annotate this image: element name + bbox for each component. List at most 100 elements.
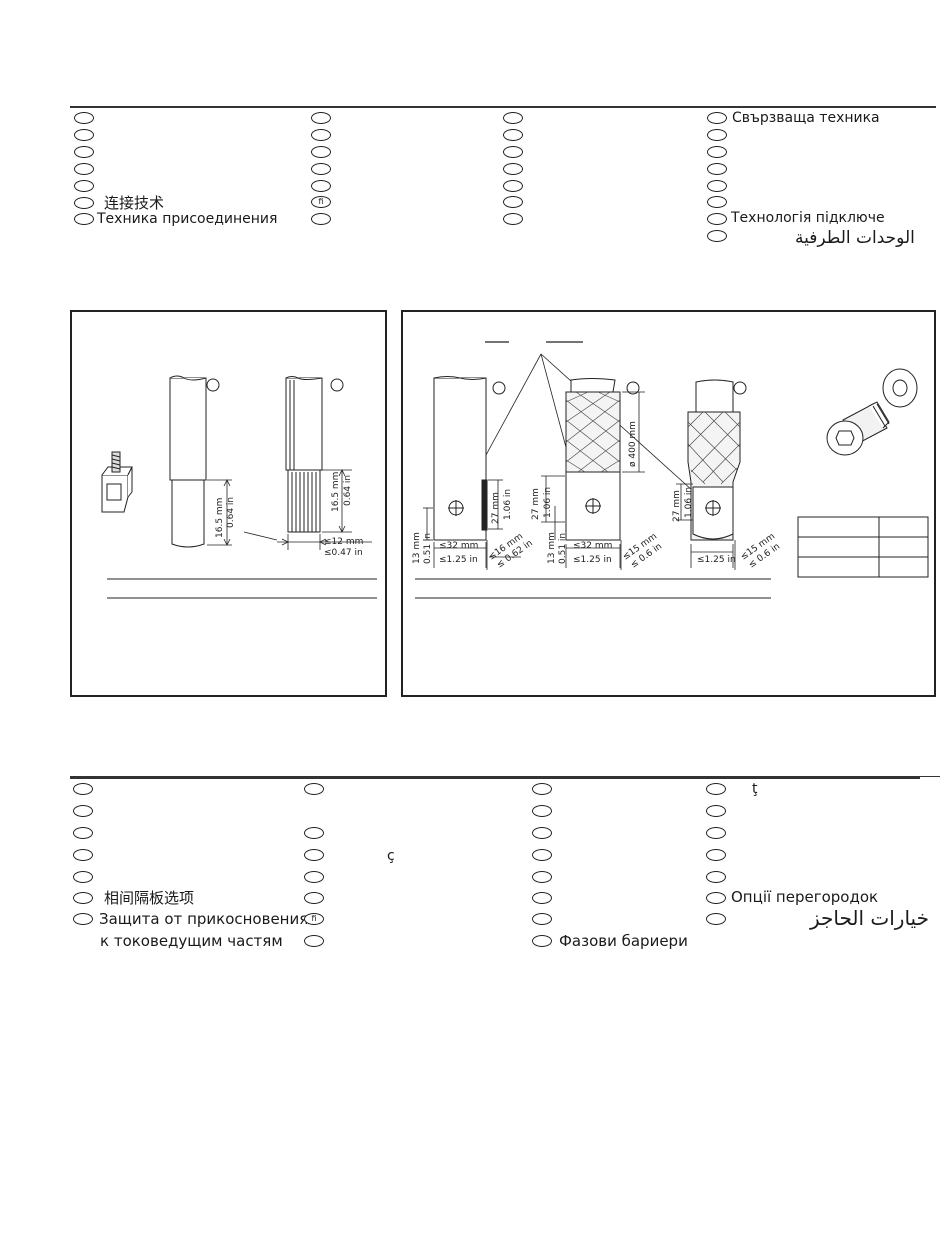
lang-marker [532,783,552,795]
lang-marker [706,805,726,817]
screw-icon [826,368,918,456]
b-dim-13mm: 13 mm [547,532,557,564]
lang-marker [73,805,93,817]
heading-ar: الوحدات الطرفية [795,228,915,248]
lang-marker [503,146,523,158]
lang-marker [311,163,331,175]
lang-marker [311,112,331,124]
lang-marker [707,112,727,124]
lang-marker [532,849,552,861]
section2-rule [70,776,920,779]
lang-marker [503,163,523,175]
lang-marker [311,146,331,158]
heading-uk: Технологія підключе [731,210,885,226]
option-bg: Фазови бариери [559,932,688,950]
lang-marker [707,196,727,208]
lang-marker [311,180,331,192]
lang-marker [73,827,93,839]
dim-0-64-in-left: 0.64 in [226,497,236,528]
lang-marker [73,871,93,883]
lang-marker [503,112,523,124]
a-dim-13mm: 13 mm [412,532,422,564]
lang-marker [304,783,324,795]
lang-marker [706,871,726,883]
heading-ru: Техника присоединения [97,211,278,227]
b-dim-400mm: ø 400 mm [628,421,638,467]
a-dim-1-06in: 1.06 in [503,489,513,520]
lang-marker [532,827,552,839]
spec-table [797,516,929,578]
rule-tail [920,776,940,777]
lang-marker [706,892,726,904]
lang-marker [707,129,727,141]
b-dim-1-06in: 1.06 in [543,487,553,518]
lang-marker [707,213,727,225]
a-dim-32mm: ≤32 mm [439,541,478,551]
lang-marker [304,827,324,839]
b-dim-27mm: 27 mm [531,488,541,520]
lang-marker [706,827,726,839]
lang-marker [74,146,94,158]
lang-marker-fi: fi [311,196,331,208]
lang-marker [74,129,94,141]
c-dim-27mm: 27 mm [672,490,682,522]
marker-circle [733,381,747,395]
marker-circle [492,381,506,395]
option-ru-line1: Защита от прикосновения [99,910,309,928]
lang-marker [74,112,94,124]
lang-marker [503,180,523,192]
lang-marker [74,180,94,192]
a-dim-1-25in: ≤1.25 in [439,555,478,565]
a-dim-0-51in: 0.51 in [423,533,433,564]
lang-marker [706,783,726,795]
dim-16-5-mm-right: 16.5 mm [331,472,341,512]
heading-zh: 连接技术 [104,194,165,212]
lang-marker [73,913,93,925]
b-dim-1-25in: ≤1.25 in [573,555,612,565]
c-dim-1-25in: ≤1.25 in [697,555,736,565]
marker-circle [330,378,344,392]
lang-marker [707,146,727,158]
lang-marker [532,892,552,904]
conductor-diagram: 16.5 mm 0.64 in 16.5 mm 0.64 in [101,375,377,599]
lang-marker [707,180,727,192]
dim-16-5-mm-left: 16.5 mm [215,498,225,538]
lang-marker [74,213,94,225]
b-dim-32mm: ≤32 mm [573,541,612,551]
lang-marker [304,871,324,883]
lang-marker [74,163,94,175]
lang-marker [707,230,727,242]
lang-marker [503,129,523,141]
busbar-diagram-panel: 27 mm 1.06 in 13 mm 0.51 in ≤32 mm ≤1.25… [401,310,936,697]
heading-bg: Свързваща техника [732,110,880,126]
lang-marker [706,849,726,861]
option-uk: Опції перегородок [731,888,879,906]
top-rule [70,106,936,108]
lang-marker [304,892,324,904]
dim-0-47-in: ≤0.47 in [324,548,363,558]
lang-marker-fi: fi [304,913,324,925]
busbar-diagram: 27 mm 1.06 in 13 mm 0.51 in ≤32 mm ≤1.25… [412,341,929,599]
lang-marker [532,935,552,947]
lang-marker [73,783,93,795]
lang-marker [311,213,331,225]
a-dim-27mm: 27 mm [491,492,501,524]
option-tr-char: ç [387,848,395,864]
c-dim-1-06in: 1.06 in [684,487,694,518]
lang-marker [503,213,523,225]
lang-marker [503,196,523,208]
marker-circle [626,381,640,395]
lang-marker [73,849,93,861]
dim-0-64-in-right: 0.64 in [343,475,353,506]
marker-circle [206,378,220,392]
lang-marker [304,935,324,947]
lang-marker [532,913,552,925]
lang-marker [706,913,726,925]
lang-marker [73,892,93,904]
lang-marker [532,871,552,883]
option-ru-line2: к токоведущим частям [100,932,283,950]
conductor-diagram-panel: 16.5 mm 0.64 in 16.5 mm 0.64 in [70,310,387,697]
lang-marker [304,849,324,861]
b-dim-0-51in: 0.51 in [558,533,568,564]
lang-marker [311,129,331,141]
